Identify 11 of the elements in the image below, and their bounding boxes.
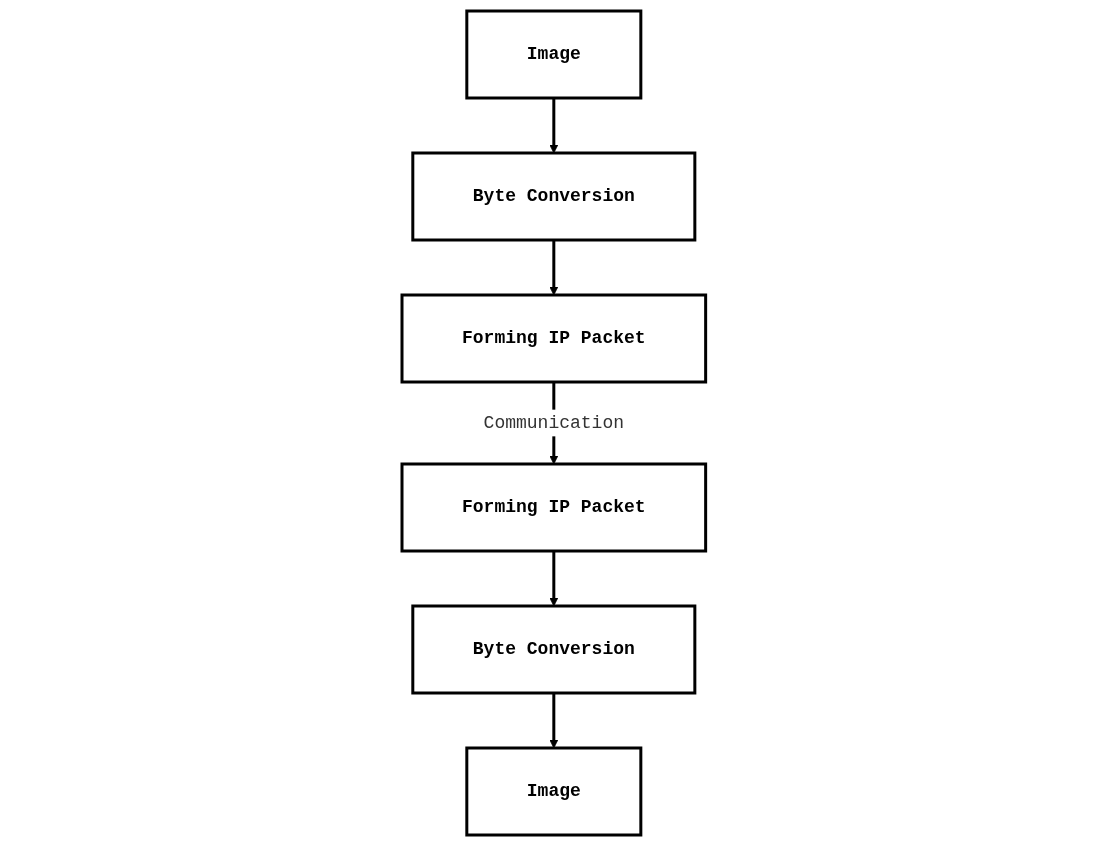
node-box: Forming IP Packet [400, 462, 708, 553]
arrow [549, 98, 559, 154]
node-box: Byte Conversion [411, 151, 697, 242]
node-box: Byte Conversion [411, 604, 697, 695]
node-box: Image [465, 9, 643, 100]
node-box: Image [465, 746, 643, 837]
arrow [549, 693, 559, 749]
arrow [549, 551, 559, 607]
arrow [549, 240, 559, 296]
edge-label: Communication [483, 412, 625, 433]
node-box: Forming IP Packet [400, 293, 708, 384]
